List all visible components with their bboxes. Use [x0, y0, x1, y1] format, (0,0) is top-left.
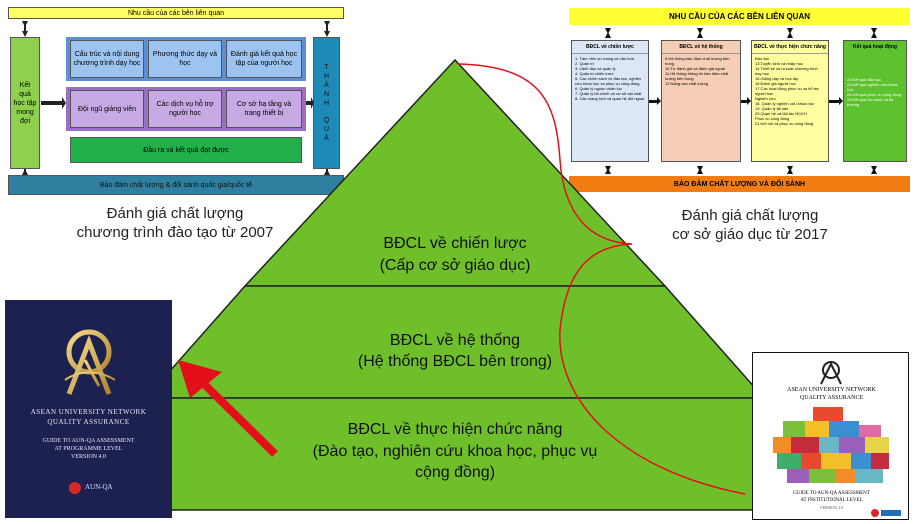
achievement-letter: T	[324, 64, 329, 71]
stakeholder-needs-bar: Nhu cầu của các bên liên quan	[8, 7, 344, 19]
pyramid-middle-sublabel: (Hệ thống BĐCL bên trong)	[357, 353, 553, 370]
programme-caption-line2: chương trình đào tạo từ 2007	[76, 224, 274, 241]
functional-criteria-list: Đào tạo 13.Tuyển sinh và nhập học 14.Thi…	[755, 56, 819, 126]
quality-assurance-bar: Bảo đảm chất lượng & đối sánh quốc gia/q…	[8, 175, 344, 195]
pyramid-middle-label: BĐCL về hệ thống	[389, 332, 521, 349]
cover-version: VERSION 4.0	[70, 454, 106, 460]
cover-title-line2: QUALITY ASSURANCE	[799, 395, 864, 401]
strategic-criteria-list: 1. Tầm nhìn sứ mạng và văn hóa 2. Quản t…	[575, 56, 645, 101]
aun-qa-emblem-icon	[64, 329, 116, 395]
cover-subtitle-line2: AT PROGRAMME LEVEL	[54, 446, 123, 452]
student-services-cell: Các dịch vụ hỗ trợ người học	[148, 90, 222, 128]
teaching-method-cell: Phương thức dạy và học	[148, 40, 222, 78]
red-arrow-shaft	[197, 377, 278, 457]
aun-qa-logo-text: AUN-QA	[85, 483, 113, 491]
cover-subtitle-line2: AT INSTITUTIONAL LEVEL	[800, 498, 863, 503]
cover-title-line2: QUALITY ASSURANCE	[47, 418, 130, 426]
achievement-letter: U	[323, 126, 330, 133]
facilities-cell: Cơ sở hạ tầng và trang thiết bị	[226, 90, 302, 128]
institutional-level-diagram: NHU CẦU CỦA CÁC BÊN LIÊN QUAN BĐCL về ch…	[569, 8, 910, 192]
strategic-column: BĐCL về chiến lược 1. Tầm nhìn sứ mạng v…	[571, 40, 649, 162]
aun-qa-logo-icon	[881, 510, 901, 516]
assessment-cell: Đánh giá kết quả học tập của người học	[226, 40, 302, 78]
building-blocks-graphic	[773, 407, 889, 483]
results-column-title: Kết quả hoạt động	[853, 44, 897, 50]
flow-arrows	[605, 28, 877, 174]
achievement-letter: N	[323, 91, 330, 98]
cover-version: VERSION 2.0	[819, 505, 844, 510]
flow-arrows	[22, 21, 330, 175]
achievement-letter: Q	[323, 117, 330, 124]
pyramid-bottom-label: BĐCL về thực hiện chức năng	[347, 421, 563, 438]
pyramid-bottom-sublabel-2: cộng đồng)	[414, 464, 496, 481]
achievement-letter: Ả	[324, 135, 329, 142]
institutional-level-guide-cover: ASEAN UNIVERSITY NETWORK QUALITY ASSURAN…	[752, 352, 909, 520]
cover-title-line1: ASEAN UNIVERSITY NETWORK	[30, 408, 147, 416]
aun-logo-icon	[69, 482, 81, 494]
red-brace	[457, 63, 746, 495]
functional-column: BĐCL về thực hiện chức năng Đào tạo 13.T…	[751, 40, 829, 162]
stakeholder-needs-bar-caps: NHU CẦU CỦA CÁC BÊN LIÊN QUAN	[569, 8, 910, 25]
lecturers-cell: Đội ngũ giảng viên	[70, 90, 144, 128]
cover-title-line1: ASEAN UNIVERSITY NETWORK	[787, 387, 876, 393]
results-criteria-list: 22.Kết quả đào tạo 23.Kết quả nghiên cứu…	[847, 77, 902, 107]
achievement-letter: À	[324, 82, 329, 89]
cover-subtitle-line1: GUIDE TO AUN-QA ASSESSMENT	[793, 491, 870, 496]
achievement-letter: H	[323, 100, 330, 107]
system-criteria-list: 9.Hệ thống bảo đảm chất lượng bên trong …	[665, 56, 730, 86]
institutional-caption-line1: Đánh giá chất lượng	[681, 207, 819, 224]
programme-caption-line1: Đánh giá chất lượng	[106, 205, 244, 222]
achievement-letter: H	[323, 73, 330, 80]
system-column-title: BĐCL về hệ thống	[662, 41, 740, 54]
results-column: Kết quả hoạt động 22.Kết quả đào tạo 23.…	[843, 40, 907, 162]
system-column: BĐCL về hệ thống 9.Hệ thống bảo đảm chất…	[661, 40, 741, 162]
qa-benchmarking-bar: BẢO ĐẢM CHẤT LƯỢNG VÀ ĐỐI SÁNH	[569, 176, 910, 192]
aun-logo-icon	[871, 509, 879, 517]
cover-subtitle-line1: GUIDE TO AUN-QA ASSESSMENT	[42, 438, 135, 444]
functional-column-title: BĐCL về thực hiện chức năng	[752, 41, 828, 54]
institutional-caption-line2: cơ sở giáo dục từ 2017	[672, 226, 828, 243]
pyramid-bottom-sublabel: (Đào tạo, nghiên cứu khoa học, phục vụ	[312, 443, 598, 460]
strategic-column-title: BĐCL về chiến lược	[572, 41, 648, 54]
pyramid-top-label: BĐCL về chiến lược	[383, 235, 527, 252]
curriculum-cell: Cấu trúc và nội dung chương trình dạy họ…	[70, 40, 144, 78]
red-arrow-head	[178, 360, 222, 398]
programme-level-guide-cover: ASEAN UNIVERSITY NETWORK QUALITY ASSURAN…	[5, 300, 172, 518]
pyramid-top-sublabel: (Cấp cơ sở giáo dục)	[379, 257, 531, 274]
programme-level-diagram: Nhu cầu của các bên liên quan Kết quả họ…	[8, 7, 344, 195]
expected-learning-outcomes-box: Kết quả học tập mong đợi	[10, 37, 40, 169]
aun-qa-emblem-icon	[820, 361, 842, 385]
outputs-outcomes-bar: Đầu ra và kết quả đạt được	[70, 137, 302, 163]
